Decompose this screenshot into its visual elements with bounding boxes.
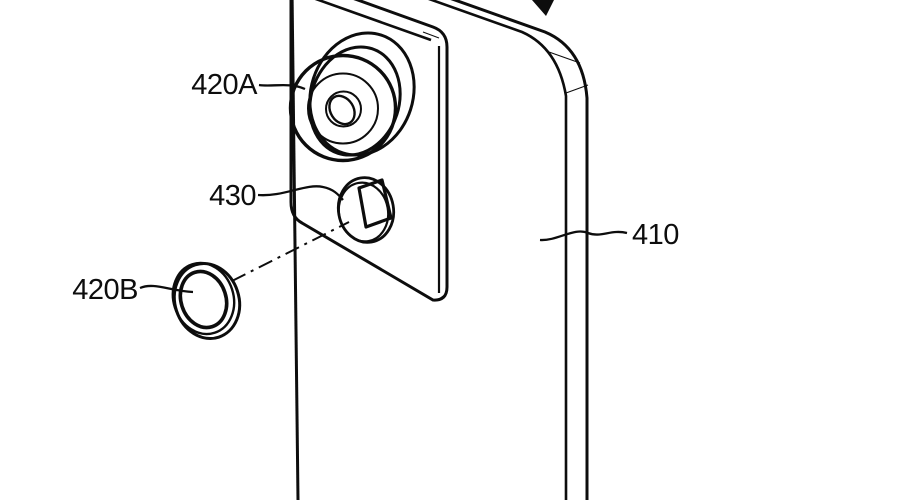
camera-plate-outline bbox=[289, 0, 449, 302]
label-430: 430 bbox=[209, 180, 344, 212]
lens-glass bbox=[328, 94, 356, 126]
leader-line-430 bbox=[257, 185, 344, 201]
corner-tick-mark bbox=[548, 51, 581, 64]
corner-tick-mark bbox=[565, 84, 589, 94]
leader-line-410 bbox=[539, 230, 628, 242]
optical-axis-line bbox=[231, 221, 350, 282]
leader-line-420A bbox=[258, 83, 306, 91]
camera-plate bbox=[289, 0, 449, 302]
direction-arrow bbox=[532, 0, 554, 16]
device-body bbox=[290, 0, 589, 500]
label-text-420B: 420B bbox=[72, 274, 138, 306]
plate-corner-tick-mark bbox=[435, 293, 447, 302]
detachable-lens bbox=[171, 261, 242, 340]
flash-window bbox=[336, 176, 396, 244]
lens-barrel bbox=[308, 45, 402, 157]
device-outer-edge bbox=[450, 0, 589, 500]
plate-corner-tick-mark bbox=[422, 31, 440, 39]
leader-line-420B bbox=[139, 284, 194, 294]
label-410: 410 bbox=[539, 219, 679, 251]
label-420A: 420A bbox=[191, 69, 306, 101]
ring-front-face bbox=[171, 261, 236, 336]
label-text-430: 430 bbox=[209, 180, 256, 212]
device-left-edge bbox=[290, 0, 300, 500]
device-inner-edge bbox=[428, 0, 568, 500]
label-text-410: 410 bbox=[632, 219, 679, 251]
camera-lens bbox=[288, 31, 416, 163]
camera-plate-top-thickness bbox=[314, 0, 432, 42]
label-text-420A: 420A bbox=[191, 69, 258, 101]
label-420B: 420B bbox=[72, 274, 194, 306]
lens-front-face bbox=[288, 53, 398, 163]
flash-square-window bbox=[357, 178, 393, 229]
ring-opening bbox=[178, 269, 229, 330]
lens-textured-ring bbox=[307, 72, 379, 145]
lens-base-flange bbox=[308, 31, 416, 157]
reference-labels: 420A 430 420B 410 bbox=[72, 69, 679, 306]
lens-inner-ring bbox=[325, 90, 362, 128]
